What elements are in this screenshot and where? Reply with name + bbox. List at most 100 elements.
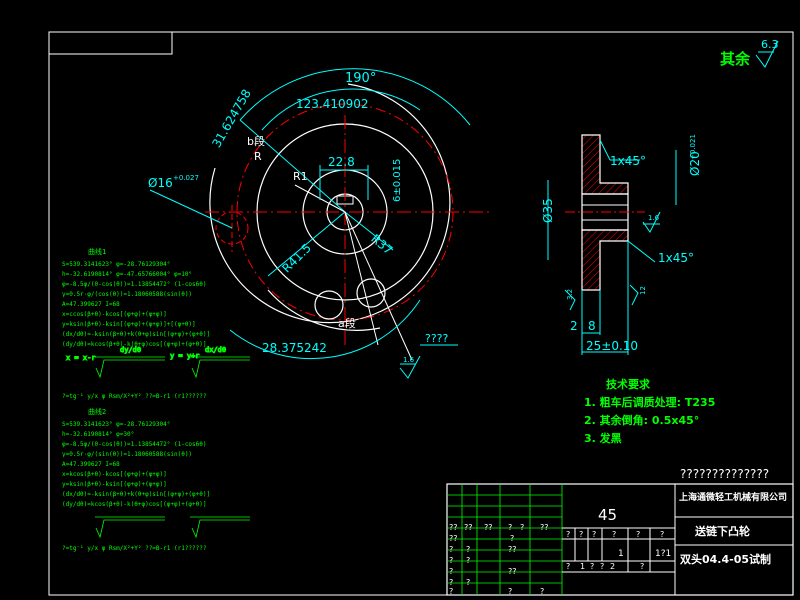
technical-requirements: 技术要求 1. 粗车后调质处理: T235 2. 其余倒角: 0.5x45° 3…: [584, 377, 715, 445]
tech-req-item: 1. 粗车后调质处理: T235: [584, 395, 715, 409]
fraction-formulas-2: [95, 516, 250, 539]
roughness-side-1-6-value: 1.6: [648, 214, 660, 222]
formula-1-line: (dx/dθ)=-ksin(β+θ)+k(θ+φ)sin[(φ+φ)+(φ+θ)…: [62, 331, 210, 338]
tb-cell: ?: [636, 530, 640, 539]
cam-outer-profile: [209, 83, 451, 324]
tb-cell: ??: [449, 534, 458, 543]
tb-cell: ?: [520, 523, 524, 532]
tb-cell: ??: [508, 567, 517, 576]
dim-r41-label: R41.5: [279, 241, 314, 276]
dim-phi20-label: Ø20: [688, 151, 702, 176]
formula-2-line: φ=-8.5φ/(0-cos(θ))=1.13854472° (1-cos6θ): [62, 441, 207, 448]
tb-cell: ?: [508, 523, 512, 532]
tech-req-title: 技术要求: [606, 377, 651, 391]
tb-cell: ?: [466, 556, 470, 565]
dim-r37-label: R37: [368, 232, 395, 258]
roughness-1-6-icon: [399, 355, 421, 379]
formula-1-line: φ=-8.5φ/(0-cos(θ))=1.13854472° (1-cos6θ): [62, 281, 207, 288]
tb-cell: ?: [449, 567, 453, 576]
dim-arc-123: [261, 88, 421, 131]
formula-1-line: y=ksin(β+θ)-ksin[(φ+φ)+(φ+φ)]+[(φ+θ)]: [62, 321, 196, 328]
tb-cell: ?: [449, 587, 453, 596]
dim-arc-190: [239, 68, 471, 126]
tb-cell: ?: [590, 562, 594, 571]
side-view: 1x45° 1x45° Ø20 +0.021 Ø35 1.6 3.2 12 2 …: [541, 134, 702, 355]
roughness-side-3-2-value: 3.2: [566, 289, 574, 300]
formula-1-line: S=539.3141623° φ=-28.76129304°: [62, 261, 170, 268]
formula-2-line: S=539.3141623° φ=-28.76129304°: [62, 421, 170, 428]
title-block-caption: ??????????????: [680, 467, 769, 481]
formula-2-line: h=-32.6190814° φ=30°: [62, 431, 134, 438]
roughness-check-icon: [755, 40, 779, 68]
section-a-label: a段: [338, 316, 356, 330]
tb-cell: ?: [640, 562, 644, 571]
tb-cell: ?: [540, 587, 544, 596]
tb-cell: ?: [508, 587, 512, 596]
tb-cell: ??: [540, 523, 549, 532]
roughness-side-1-6-icon: [642, 211, 661, 233]
chamfer-top-label: 1x45°: [610, 154, 646, 168]
chamfer-bottom-label: 1x45°: [658, 251, 694, 265]
roller-hole-a: [314, 290, 344, 320]
dim-phi16-label: Ø16: [148, 176, 173, 190]
tb-cell: ?: [592, 530, 596, 539]
radius-r-label: R: [254, 150, 262, 163]
tb-cell: ?: [566, 530, 570, 539]
formula-2-line: x=kcos(β+θ)-kcos[(φ+φ)+(φ+φ)]: [62, 471, 167, 478]
formula-2-line: (dx/dθ)=-ksin(β+θ)+k(θ+φ)sin[(φ+φ)+(φ+θ)…: [62, 491, 210, 498]
tb-cell: ??: [508, 545, 517, 554]
material-label: 45: [598, 506, 617, 524]
formula-1-line: A=47.399627 I=68: [62, 301, 120, 308]
tb-cell: ?: [510, 534, 514, 543]
roller-hole-b: [356, 278, 386, 308]
dx-dtheta-label: dx/dθ: [205, 346, 226, 354]
dim-190-label: 190°: [345, 71, 376, 86]
formula-1-line: x=ccos(β+θ)-kcos[(φ+φ)+(φ+φ)]: [62, 311, 167, 318]
roughness-side-12-icon: [629, 284, 639, 306]
dim-6-label: 6±0.015: [392, 159, 403, 202]
formula-2-line: (dy/dθ)=kcos(β+θ)-k(θ+φ)cos[(φ+φ)+(φ+θ)]: [62, 501, 207, 508]
formula-2-line: ?=tg⁻¹ y/x ψ Rsm/X²+Y² ??=B-r1 (r1??????: [62, 545, 207, 552]
tb-cell: ?: [466, 545, 470, 554]
formula-1-title: 曲线1: [88, 247, 106, 256]
tech-req-item: 3. 发黑: [584, 431, 622, 445]
dim-25-label: 25±0.10: [586, 339, 638, 353]
roughness-1-6-value: 1.6: [403, 356, 415, 364]
tb-cell: ?: [660, 530, 664, 539]
sheet-number: 1: [618, 549, 624, 559]
general-roughness-symbol: 其余 6.3: [720, 38, 779, 68]
dim-8-label: 8: [588, 319, 596, 333]
company-name: 上海通微轻工机械有限公司: [679, 491, 787, 503]
formula-2-line: A=47.399627 I=68: [62, 461, 120, 468]
tb-cell: ?: [449, 578, 453, 587]
tb-cell: ??: [449, 523, 458, 532]
drawing-border: [48, 31, 794, 596]
tb-cell: ?: [466, 578, 470, 587]
formula-2-line: y=ksin(β+θ)-ksin[(φ+φ)+(φ+φ)]: [62, 481, 167, 488]
formula-block-2: 曲线2 S=539.3141623° φ=-28.76129304° h=-32…: [62, 407, 210, 552]
formula-2-title: 曲线2: [88, 407, 106, 416]
dim-28-label: 28.375242: [262, 341, 327, 355]
lower-section-hatch: [581, 229, 629, 291]
dy-dtheta-label: dy/dθ: [120, 346, 141, 354]
formula-1-line: γ=0.5r·φ/(cos(θ))=1.18060588(sin(θ)): [62, 291, 192, 298]
formula-1-line: (dy/dθ)=kcos(β+θ)-k(θ+φ)cos[(φ+φ)+(φ+θ)]: [62, 341, 207, 348]
tb-cell: ?: [449, 556, 453, 565]
fraction-formulas-1: x = x-r dy/dθ y = y+r dx/dθ: [66, 346, 250, 379]
x-equation-label: x = x-r: [66, 354, 96, 362]
dim-123-label: 123.410902: [296, 97, 369, 111]
tb-cell: ?: [566, 562, 570, 571]
roughness-side-12-value: 12: [639, 286, 647, 295]
dim-phi16-tol: +0.027: [173, 174, 199, 182]
dim-22-8-label: 22.8: [328, 155, 355, 169]
tb-cell: ?: [612, 530, 616, 539]
code-box: [48, 31, 173, 55]
tb-cell: 1: [580, 562, 585, 571]
roughness-side-3-2-icon: [564, 289, 576, 311]
y-equation-label: y = y+r: [170, 352, 200, 360]
scale-value: 1?1: [655, 549, 671, 559]
formula-1-line: ?=tg⁻¹ y/x ψ Rsm/X²+Y² ??=B-r1 (r1??????: [62, 393, 207, 400]
formula-block-1: 曲线1 S=539.3141623° φ=-28.76129304° h=-32…: [62, 247, 210, 400]
tb-cell: ?: [579, 530, 583, 539]
